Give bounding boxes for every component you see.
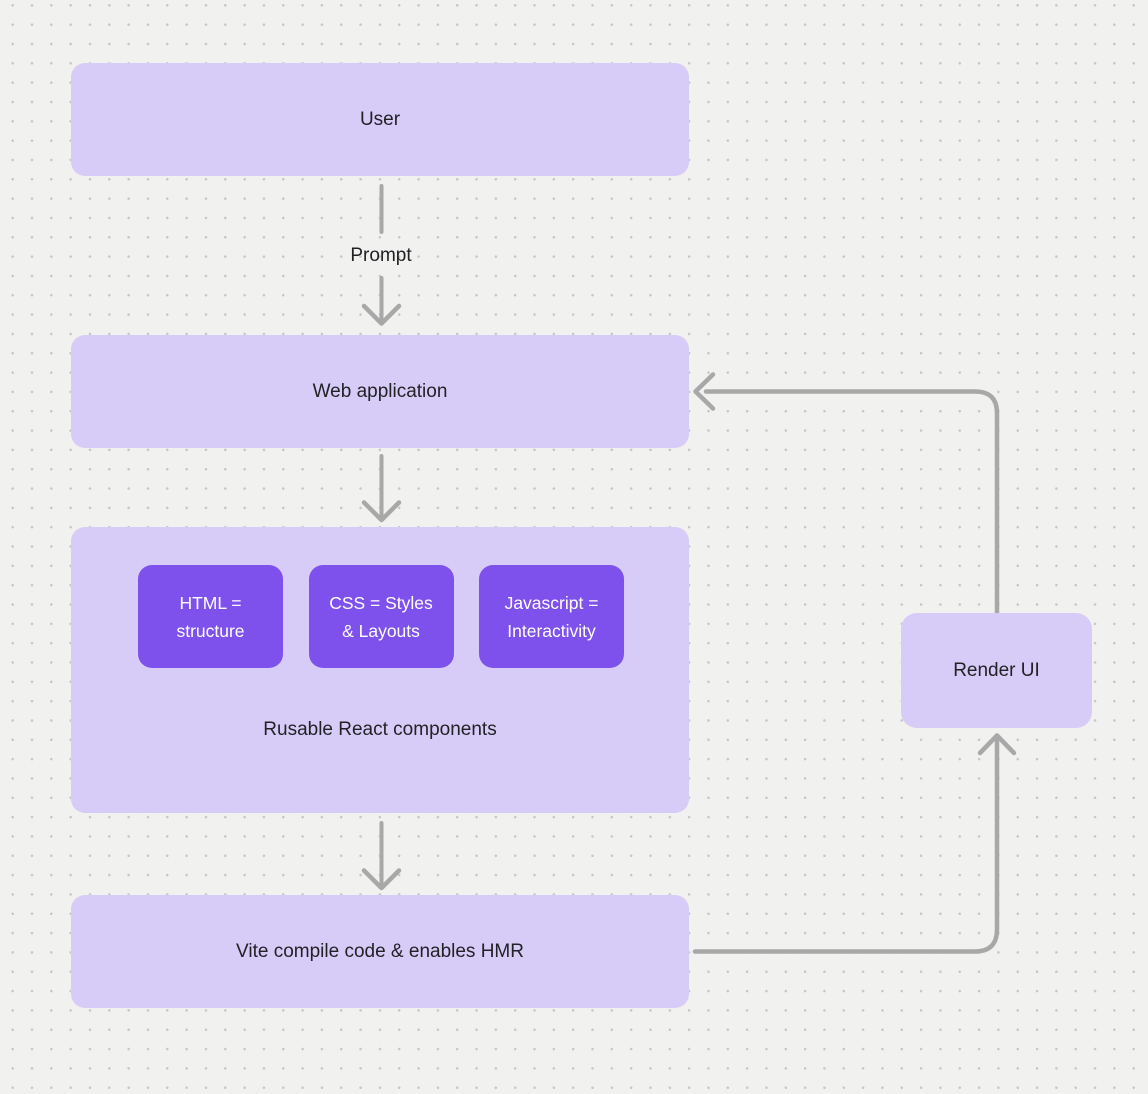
node-render-ui-label: Render UI [953, 659, 1040, 681]
chip-javascript-line1: Javascript = [504, 592, 599, 613]
chip-css: CSS = Styles & Layouts [308, 565, 454, 668]
arrow-up-icon [977, 733, 1017, 756]
arrow-down-icon [361, 303, 402, 326]
node-user: User [71, 63, 689, 176]
arrow-down-icon [361, 500, 402, 523]
node-web-application: Web application [71, 335, 689, 448]
arrow-left-icon [693, 372, 716, 411]
chip-html-line2: structure [176, 620, 245, 641]
edge-label-prompt: Prompt [350, 245, 412, 266]
arrow-down-icon [361, 868, 402, 891]
node-user-label: User [359, 108, 401, 130]
node-vite-label: Vite compile code & enables HMR [236, 940, 524, 962]
chip-javascript-line2: Interactivity [507, 620, 596, 641]
chip-html: HTML = structure [138, 565, 283, 668]
node-render-ui: Render UI [901, 613, 1092, 728]
node-components-group-label: Rusable React components [263, 719, 497, 740]
chip-html-line1: HTML = [179, 592, 242, 613]
chip-css-line2: & Layouts [342, 620, 420, 641]
chip-javascript: Javascript = Interactivity [479, 565, 624, 668]
chip-css-line1: CSS = Styles [329, 592, 433, 613]
edge-vite-render-line [692, 738, 1000, 954]
node-web-application-label: Web application [312, 380, 448, 402]
node-components-group: HTML = structure CSS = Styles & Layouts … [71, 527, 689, 813]
edge-render-webapp-line [703, 389, 1000, 616]
node-vite: Vite compile code & enables HMR [71, 895, 689, 1008]
